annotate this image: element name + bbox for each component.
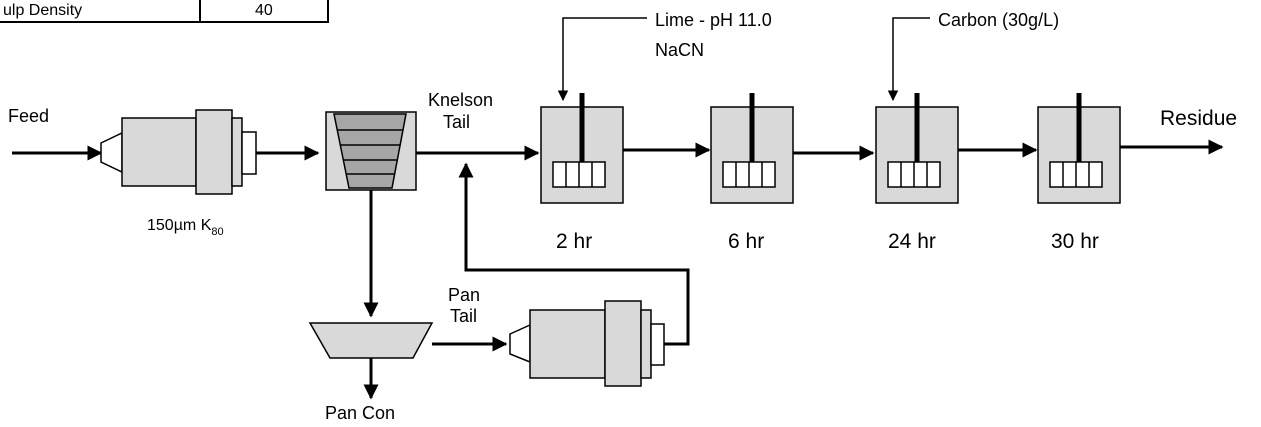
tank-3-time: 24 hr <box>888 230 936 253</box>
mill-outlet <box>241 131 257 175</box>
knelson-concentrator <box>325 111 417 191</box>
leach-tank-1 <box>540 93 624 204</box>
nacn-label: NaCN <box>655 40 704 60</box>
leach-tank-2 <box>710 93 794 204</box>
pan-con-label: Pan Con <box>325 403 395 423</box>
feed-label: Feed <box>8 106 49 126</box>
mill-inlet <box>100 131 123 174</box>
recycle-arrow <box>458 162 690 346</box>
knelson-tail-label-2: Tail <box>443 112 470 132</box>
mill-drum-right <box>231 117 243 187</box>
mill-drum-left <box>121 117 197 187</box>
regrind-mill-outlet <box>650 323 665 366</box>
mill-ring <box>195 109 233 195</box>
regrind-mill <box>509 300 665 387</box>
table-row-label: ulp Density <box>3 2 82 19</box>
mill-size-label: 150µm K80 <box>147 217 224 238</box>
ball-mill <box>100 109 257 195</box>
table-border <box>0 0 329 23</box>
regrind-mill-inlet <box>509 323 531 364</box>
pan-tail-label-1: Pan <box>448 285 480 305</box>
knelson-tail-label-1: Knelson <box>428 90 493 110</box>
regrind-mill-drum-left <box>529 309 606 379</box>
carbon-addition-arrow <box>887 17 930 102</box>
tank-1-time: 2 hr <box>556 230 592 253</box>
pan-tail-label-2: Tail <box>450 306 477 326</box>
regrind-mill-drum-right <box>640 309 652 379</box>
carbon-label: Carbon (30g/L) <box>938 10 1059 30</box>
concentrator-bowl <box>333 113 407 189</box>
cil-tank-3 <box>875 93 959 204</box>
residue-label: Residue <box>1160 107 1237 130</box>
table-row-value: 40 <box>255 2 273 19</box>
tank-2-time: 6 hr <box>728 230 764 253</box>
lime-addition-arrow <box>557 17 647 102</box>
regrind-mill-ring <box>604 300 642 387</box>
lime-label: Lime - pH 11.0 <box>655 10 772 30</box>
cil-tank-4 <box>1037 93 1121 204</box>
gold-pan <box>308 322 434 359</box>
parameter-table: ulp Density 40 <box>0 0 329 23</box>
tank-4-time: 30 hr <box>1051 230 1099 253</box>
